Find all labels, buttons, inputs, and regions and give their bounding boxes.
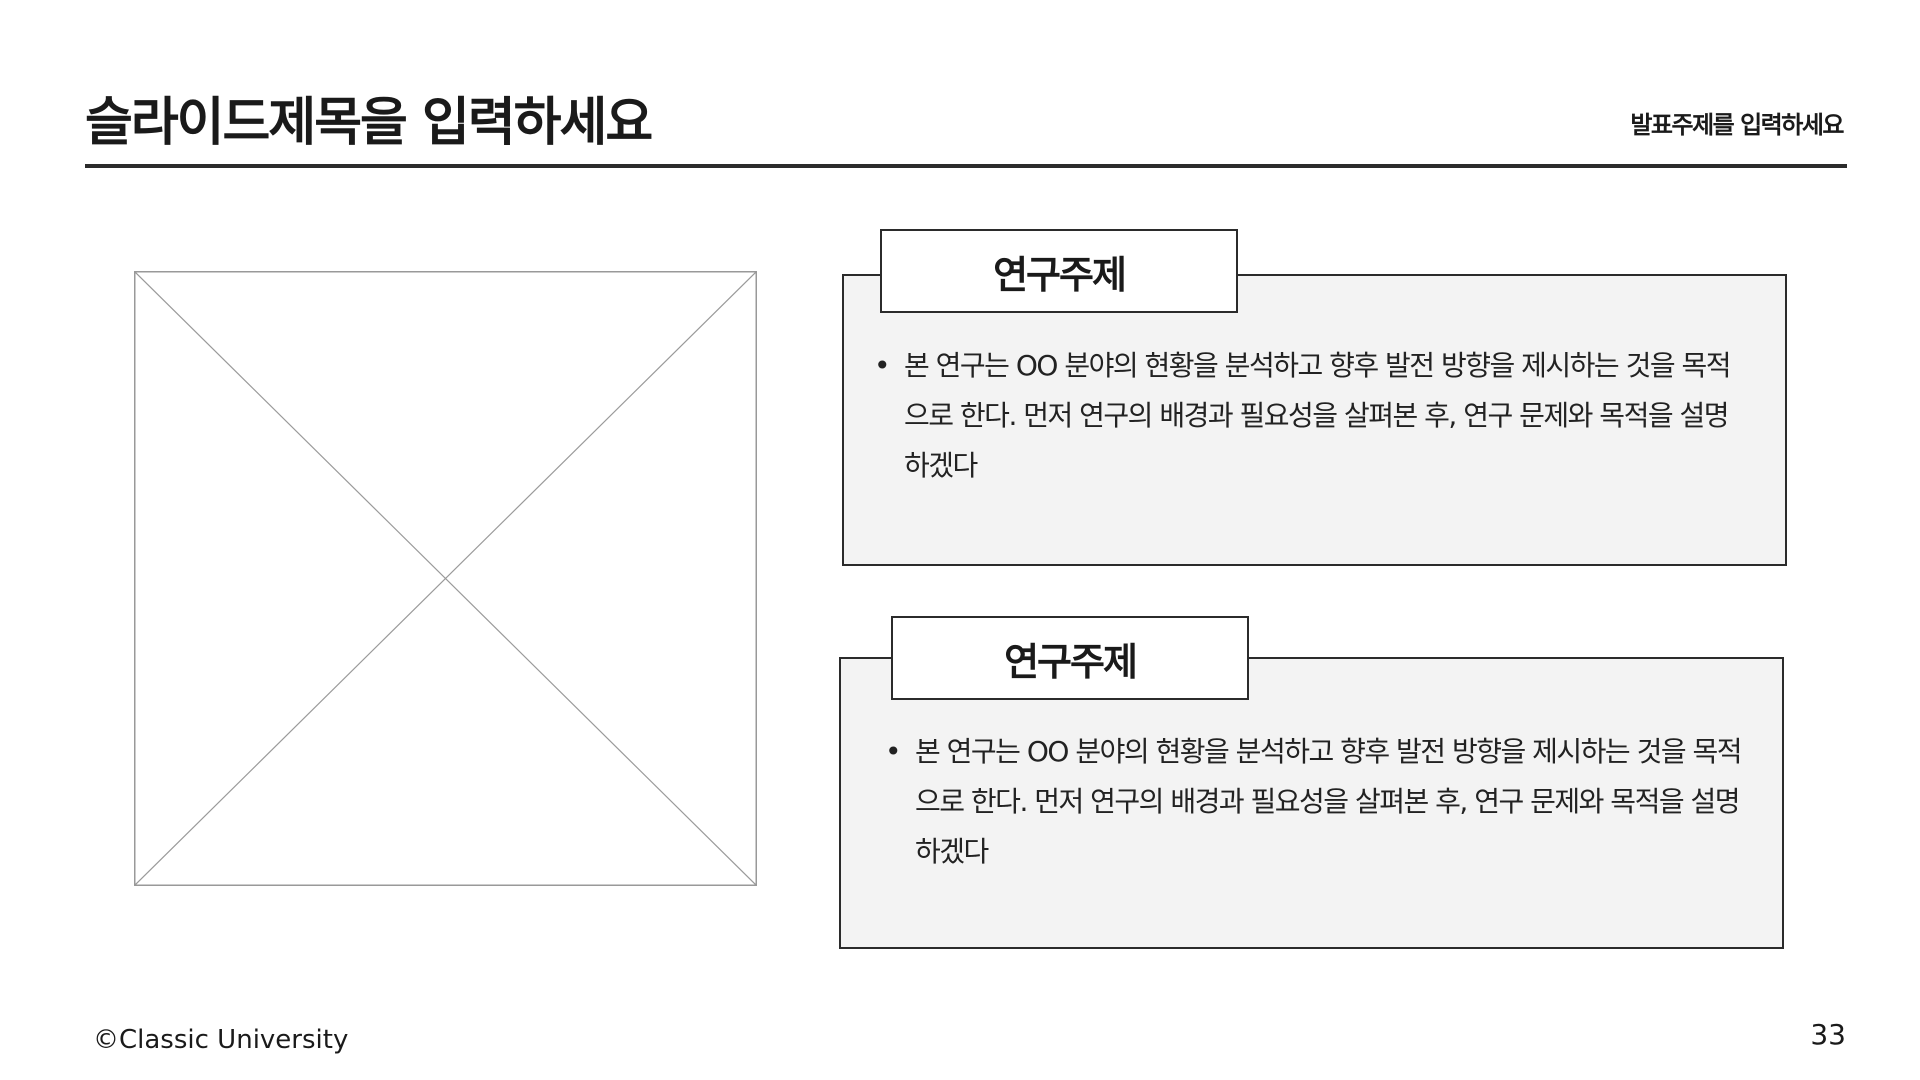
footer-copyright: ©Classic University: [93, 1025, 349, 1055]
bullet-icon: •: [874, 349, 891, 382]
title-divider: [85, 164, 1847, 168]
image-placeholder[interactable]: [134, 271, 757, 886]
card-text: 본 연구는 OO 분야의 현황을 분석하고 향후 발전 방향을 제시하는 것을 …: [915, 735, 1743, 868]
bullet-icon: •: [885, 735, 902, 768]
list-item: • 본 연구는 OO 분야의 현황을 분석하고 향후 발전 방향을 제시하는 것…: [874, 341, 1750, 491]
presentation-topic: 발표주제를 입력하세요: [1630, 111, 1844, 139]
card-tab-label: 연구주제: [891, 616, 1249, 700]
card-text: 본 연구는 OO 분야의 현황을 분석하고 향후 발전 방향을 제시하는 것을 …: [904, 349, 1732, 482]
card-body: • 본 연구는 OO 분야의 현황을 분석하고 향후 발전 방향을 제시하는 것…: [885, 727, 1747, 877]
research-topic-card-2: 연구주제 • 본 연구는 OO 분야의 현황을 분석하고 향후 발전 방향을 제…: [839, 616, 1784, 949]
list-item: • 본 연구는 OO 분야의 현황을 분석하고 향후 발전 방향을 제시하는 것…: [885, 727, 1747, 877]
research-topic-card-1: 연구주제 • 본 연구는 OO 분야의 현황을 분석하고 향후 발전 방향을 제…: [842, 229, 1787, 566]
page-number: 33: [1810, 1018, 1846, 1051]
slide-title: 슬라이드제목을 입력하세요: [85, 93, 653, 153]
image-placeholder-icon: [134, 271, 757, 886]
card-body: • 본 연구는 OO 분야의 현황을 분석하고 향후 발전 방향을 제시하는 것…: [874, 341, 1750, 491]
card-tab-label: 연구주제: [880, 229, 1238, 313]
